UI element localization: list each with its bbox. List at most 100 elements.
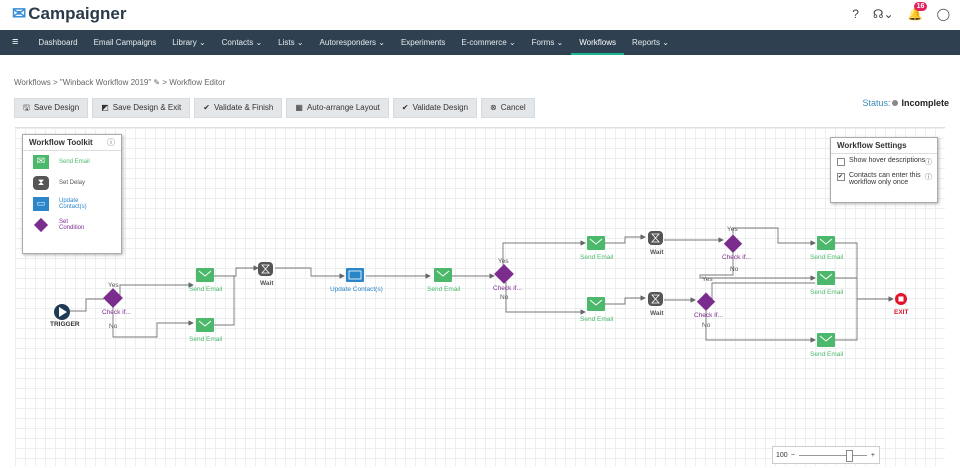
diamond-icon <box>33 217 49 232</box>
hover-descriptions-row[interactable]: Show hover descriptions ⓘ <box>831 154 937 169</box>
settings-title: Workflow Settings <box>831 138 937 154</box>
info-icon[interactable]: ⓘ <box>107 138 115 147</box>
exit-label: EXIT <box>894 309 908 316</box>
hover-descriptions-label: Show hover descriptions <box>849 157 926 164</box>
cancel-icon: ⊗ <box>490 103 497 112</box>
wait-node[interactable] <box>648 231 663 245</box>
send-email-label: Send Email <box>189 286 223 293</box>
top-icons: ? ☊⌄ 🔔16 ◯ <box>852 2 950 21</box>
send-email-label: Send Email <box>810 351 844 358</box>
nav-email-campaigns[interactable]: Email Campaigns <box>93 38 157 47</box>
hover-descriptions-checkbox[interactable] <box>837 158 845 166</box>
validate-design-label: Validate Design <box>412 103 469 112</box>
play-triangle <box>59 307 67 317</box>
info-icon[interactable]: ⓘ <box>925 174 932 181</box>
app-name: Campaigner <box>28 4 127 23</box>
save-exit-button[interactable]: ◩Save Design & Exit <box>92 98 191 118</box>
status-value: Incomplete <box>901 98 949 108</box>
yes-label: Yes <box>108 282 119 289</box>
nav-forms[interactable]: Forms ⌄ <box>531 38 564 47</box>
breadcrumb[interactable]: Workflows > "Winback Workflow 2019" ✎ > … <box>14 78 226 87</box>
condition-node[interactable] <box>494 264 514 284</box>
send-email-node[interactable] <box>817 271 835 285</box>
contact-card-icon: ▭ <box>33 196 49 211</box>
send-email-node[interactable] <box>817 236 835 250</box>
workflow-settings-panel[interactable]: Workflow Settings Show hover description… <box>830 137 938 203</box>
status-label: Status: <box>862 98 891 108</box>
headset-icon[interactable]: ☊⌄ <box>872 7 894 21</box>
envelope-icon <box>817 333 835 347</box>
user-avatar-icon[interactable]: ◯ <box>936 7 950 21</box>
wait-node[interactable] <box>258 262 273 276</box>
zoom-slider-thumb[interactable] <box>845 449 853 462</box>
nav-lists[interactable]: Lists ⌄ <box>278 38 304 47</box>
nav-experiments[interactable]: Experiments <box>400 38 446 47</box>
enter-once-row[interactable]: ✔ Contacts can enter this workflow only … <box>831 169 937 189</box>
envelope-icon <box>817 236 835 250</box>
save-design-button[interactable]: 🖫Save Design <box>14 98 89 118</box>
auto-arrange-button[interactable]: ▦Auto-arrange Layout <box>286 98 389 118</box>
workflow-canvas[interactable] <box>15 127 945 466</box>
toolkit-send-email[interactable]: ✉ Send Email <box>23 151 121 172</box>
send-email-node[interactable] <box>587 236 605 250</box>
exit-node[interactable] <box>895 293 907 305</box>
toolkit-update-contacts[interactable]: ▭ Update Contact(s) <box>23 193 121 214</box>
envelope-icon <box>196 318 214 332</box>
validate-design-button[interactable]: ✔Validate Design <box>392 98 478 118</box>
grid-icon: ▦ <box>295 103 303 112</box>
cancel-button[interactable]: ⊗Cancel <box>481 98 535 118</box>
no-label: No <box>730 266 739 273</box>
nav-reports[interactable]: Reports ⌄ <box>632 38 669 47</box>
nav-contacts[interactable]: Contacts ⌄ <box>221 38 263 47</box>
condition-icon <box>723 234 743 253</box>
condition-label: Check if... <box>722 254 751 261</box>
zoom-out-button[interactable]: − <box>790 451 795 459</box>
toolkit-set-delay[interactable]: ⧗ Set Delay <box>23 172 121 193</box>
bell-icon[interactable]: 🔔16 <box>908 2 928 21</box>
envelope-icon <box>587 236 605 250</box>
send-email-label: Send Email <box>810 289 844 296</box>
info-icon[interactable]: ⓘ <box>925 159 932 166</box>
condition-icon <box>103 288 123 308</box>
zoom-in-button[interactable]: + <box>870 451 875 459</box>
notification-badge: 16 <box>913 2 928 11</box>
condition-node[interactable] <box>103 288 123 308</box>
contact-card-icon <box>346 268 364 282</box>
condition-icon <box>696 292 716 311</box>
condition-node[interactable] <box>696 292 716 311</box>
toolkit-set-condition[interactable]: Set Condition <box>23 214 121 235</box>
send-email-node[interactable] <box>817 333 835 347</box>
send-email-node[interactable] <box>587 297 605 311</box>
envelope-icon <box>587 297 605 311</box>
trigger-node[interactable] <box>54 304 70 320</box>
send-email-node[interactable] <box>196 318 214 332</box>
nav-dashboard[interactable]: Dashboard <box>38 38 78 47</box>
help-icon[interactable]: ? <box>852 7 859 21</box>
editor-toolbar: 🖫Save Design ◩Save Design & Exit ✔Valida… <box>14 98 535 118</box>
validate-finish-label: Validate & Finish <box>213 103 274 112</box>
hamburger-menu-icon[interactable]: ≡ <box>12 36 19 48</box>
condition-node[interactable] <box>723 234 743 253</box>
enter-once-label: Contacts can enter this workflow only on… <box>849 172 921 186</box>
validate-finish-button[interactable]: ✔Validate & Finish <box>194 98 283 118</box>
send-email-node[interactable] <box>196 268 214 282</box>
wait-node[interactable] <box>648 292 663 306</box>
envelope-icon <box>196 268 214 282</box>
toolkit-send-email-label: Send Email <box>59 158 90 165</box>
auto-arrange-label: Auto-arrange Layout <box>306 103 380 112</box>
zoom-control: 100 − + <box>772 446 880 464</box>
condition-label: Check if... <box>102 309 131 316</box>
send-email-node[interactable] <box>434 268 452 282</box>
logo-mail-icon: ✉ <box>12 4 27 23</box>
connectors <box>70 227 894 343</box>
zoom-slider[interactable] <box>798 449 867 462</box>
nav-ecommerce[interactable]: E-commerce ⌄ <box>461 38 516 47</box>
nav-library[interactable]: Library ⌄ <box>172 38 206 47</box>
nav-workflows[interactable]: Workflows <box>571 30 625 55</box>
nav-autoresponders[interactable]: Autoresponders ⌄ <box>319 38 385 47</box>
campaigner-logo[interactable]: ✉Campaigner <box>12 4 127 24</box>
update-contact-node[interactable] <box>346 268 364 282</box>
zoom-value: 100 <box>776 451 788 459</box>
enter-once-checkbox[interactable]: ✔ <box>837 173 845 181</box>
